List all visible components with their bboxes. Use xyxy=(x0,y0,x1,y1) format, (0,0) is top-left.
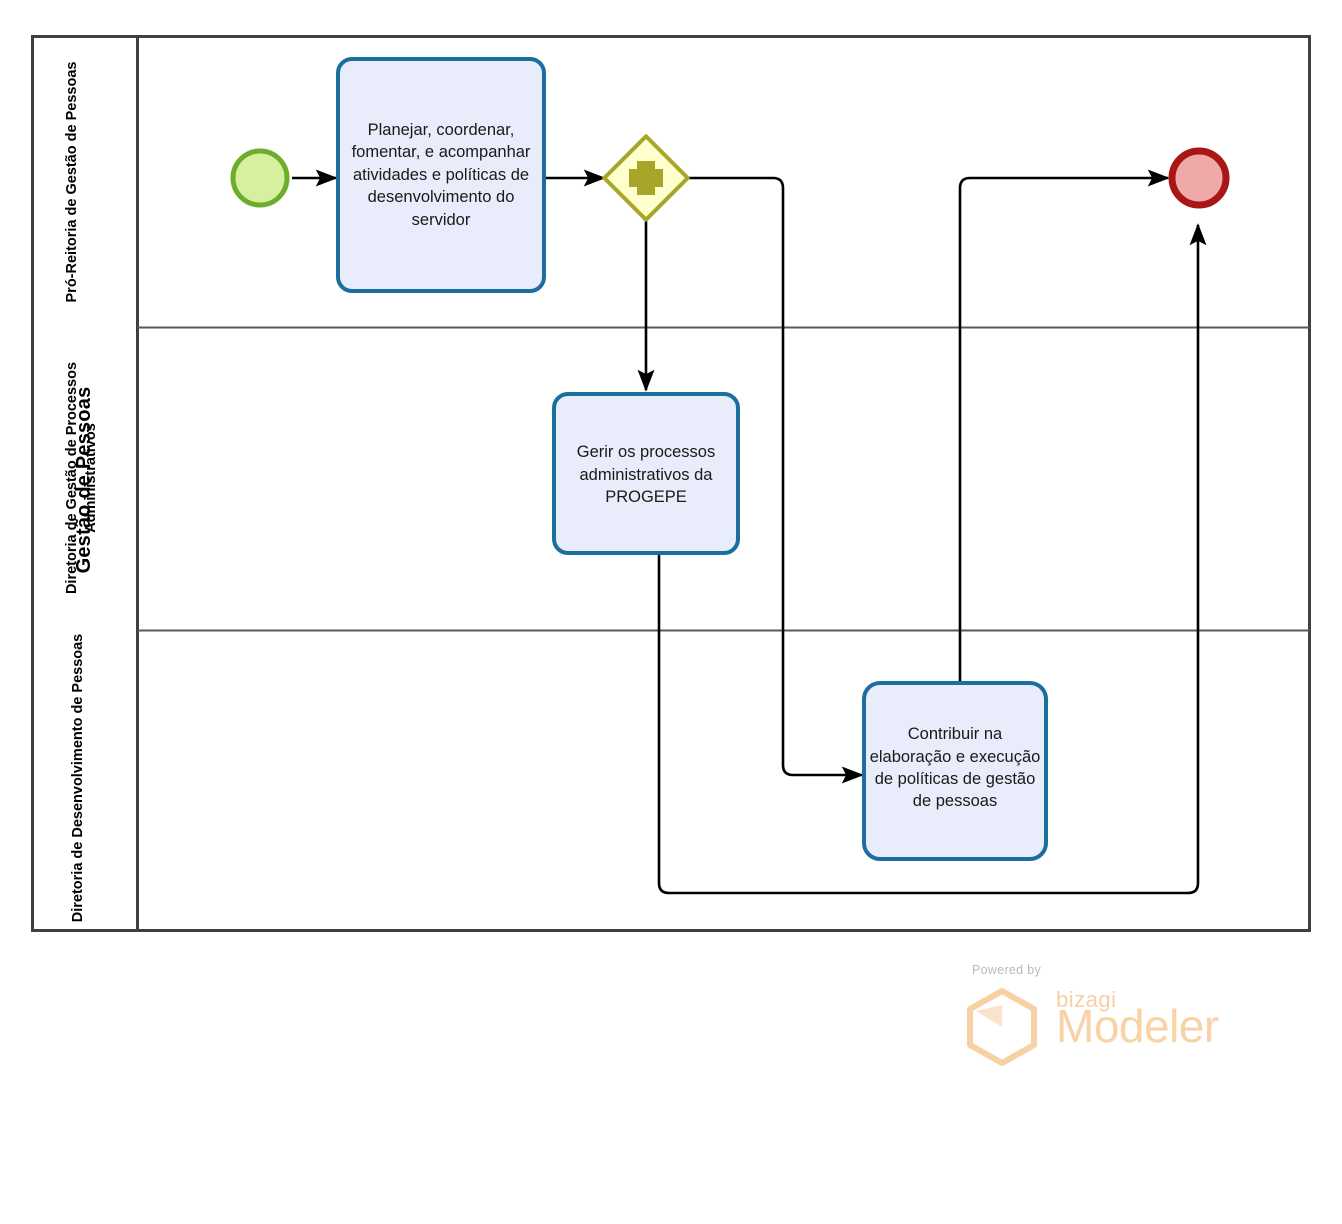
modeler-product-text: Modeler xyxy=(1056,1000,1219,1052)
bizagi-watermark: Powered by bizagi Modeler xyxy=(960,963,1250,1073)
start-event[interactable] xyxy=(230,148,290,208)
sequence-flow-layer xyxy=(292,169,1207,895)
flow-gateway-to-task3 xyxy=(688,176,864,784)
task-gerir-processos[interactable] xyxy=(552,392,740,555)
powered-by-label: Powered by xyxy=(972,963,1042,977)
bizagi-brand-text: bizagi xyxy=(1056,987,1117,1012)
parallel-gateway[interactable] xyxy=(602,134,690,222)
plus-icon xyxy=(629,161,663,195)
lane-title-pro-reitoria: Pró-Reitoria de Gestão de Pessoas xyxy=(63,61,80,303)
flow-task3-to-end xyxy=(958,169,1170,681)
flow-task2-to-end xyxy=(657,223,1207,895)
task-contribuir-politicas[interactable] xyxy=(862,681,1048,861)
bizagi-logo-icon xyxy=(967,988,1037,1066)
end-event[interactable] xyxy=(1168,147,1230,209)
lane-title-desenvolvimento-pessoas: Diretoria de Desenvolvimento de Pessoas xyxy=(69,633,86,923)
lane-title-processos-administrativos: Diretoria de Gestão de Processos Adminis… xyxy=(64,361,99,595)
task-planejar-coordenar[interactable] xyxy=(336,57,546,293)
